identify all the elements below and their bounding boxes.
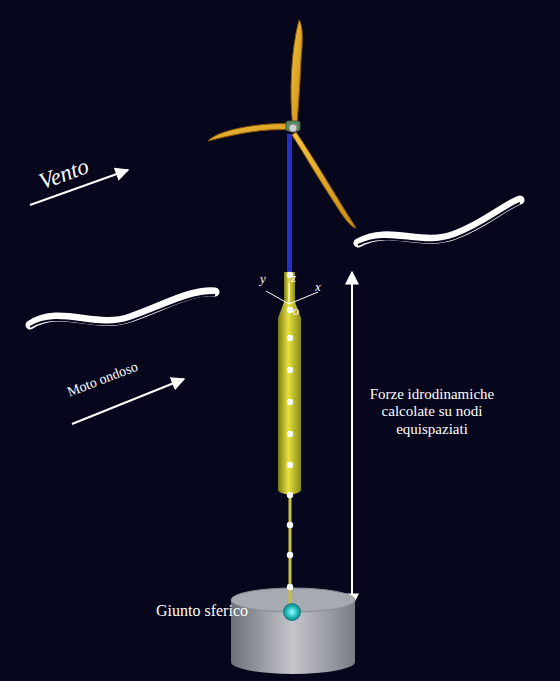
axes [266,283,318,304]
hydro-node-dot [287,367,293,373]
ball-joint [283,603,301,621]
hydro-node-dot [287,522,293,528]
axis-label: z [291,271,296,286]
range-arrow [351,272,353,606]
hydro-node-dot [287,584,293,590]
spar-buoy [278,272,301,494]
tower [287,134,292,274]
hydro-node-dot [287,335,293,341]
wave [30,200,520,327]
wave-label: Moto ondoso [65,359,140,401]
hydro-node-dot [287,462,293,468]
axis-label: x [315,280,321,295]
rotor [208,20,356,228]
node-dots [287,272,293,590]
joint-label: Giunto sferico [156,602,248,620]
hydro-node-dot [287,307,293,313]
axis-label: o [293,305,299,319]
hydro-node-dot [287,399,293,405]
axis-label: y [260,272,266,287]
hydro-node-dot [287,492,293,498]
forces-note: Forze idrodinamiche calcolate su nodi eq… [357,386,507,438]
wind-label: Vento [35,153,92,195]
hydro-node-dot [287,552,293,558]
seabed-base [231,588,355,674]
hydro-node-dot [287,431,293,437]
